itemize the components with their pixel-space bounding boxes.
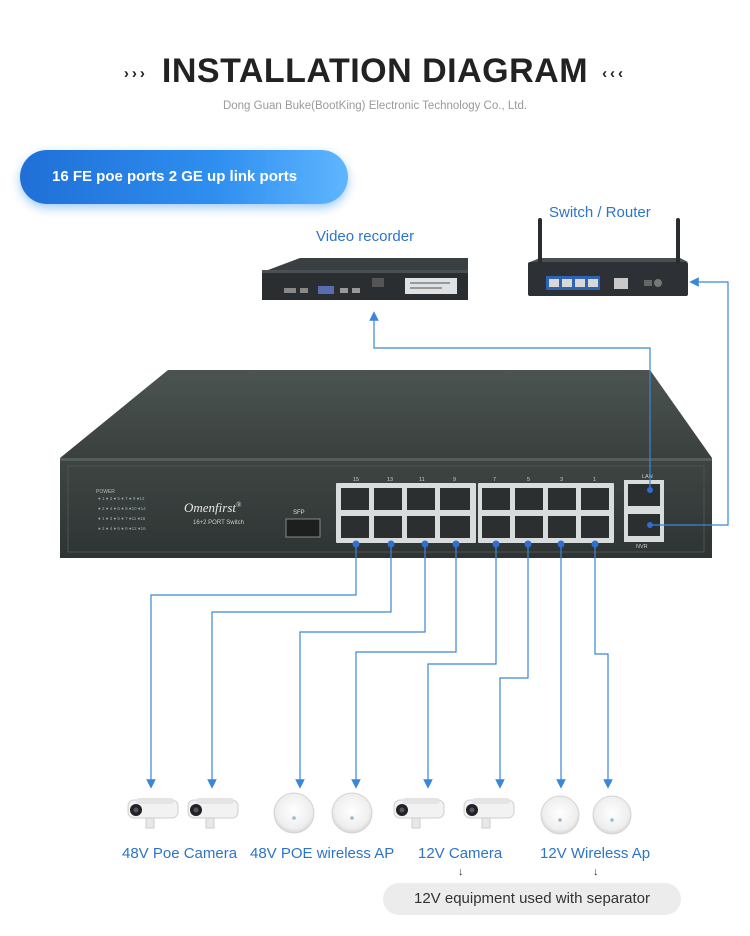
router-device bbox=[528, 218, 688, 296]
separator-arrow-left: ↓ bbox=[458, 866, 464, 878]
led-row-4: ● 2 ● 4 ● 6 ● 8 ●12 ●16 bbox=[98, 526, 146, 531]
svg-text:3: 3 bbox=[560, 477, 563, 483]
video-recorder-label: Video recorder bbox=[316, 228, 415, 245]
svg-text:1: 1 bbox=[593, 477, 596, 483]
camera-icon-2 bbox=[187, 798, 239, 829]
company-subtitle: Dong Guan Buke(BootKing) Electronic Tech… bbox=[222, 100, 528, 112]
port-summary-text: 16 FE poe ports 2 GE up link ports bbox=[52, 168, 298, 185]
svg-text:13: 13 bbox=[387, 477, 393, 483]
separator-arrow-right: ↓ bbox=[593, 866, 599, 878]
camera-icon-3 bbox=[393, 798, 445, 829]
wireless-ap-icon-3 bbox=[540, 795, 580, 835]
led-row-2: ● 2 ● 4 ● 6 ● 8 ●10 ●14 bbox=[98, 506, 146, 511]
poe-switch: POWER ● 1 ● 3 ● 5 ● 7 ● 9 ●13 ● 2 ● 4 ● … bbox=[60, 370, 712, 558]
camera-icon-1 bbox=[127, 798, 179, 829]
title-left-arrows: ››› bbox=[123, 64, 148, 82]
uplink-connections bbox=[369, 277, 729, 526]
port-connection-dots bbox=[352, 540, 599, 548]
title-text: INSTALLATION DIAGRAM bbox=[161, 52, 589, 90]
endpoint-connections bbox=[146, 547, 613, 789]
sfp-label: SFP bbox=[293, 510, 305, 516]
led-row-1: ● 1 ● 3 ● 5 ● 7 ● 9 ●13 bbox=[98, 496, 145, 501]
lan-label: LAN bbox=[642, 474, 653, 480]
poe-ap-label: 48V POE wireless AP bbox=[250, 845, 395, 862]
video-recorder-device bbox=[262, 258, 468, 300]
port-summary-badge: 16 FE poe ports 2 GE up link ports bbox=[20, 150, 348, 204]
lan-port bbox=[628, 484, 660, 506]
switch-router-label: Switch / Router bbox=[549, 204, 651, 221]
title-right-arrows: ‹‹‹ bbox=[602, 64, 627, 82]
power-label: POWER bbox=[96, 489, 115, 495]
svg-text:5: 5 bbox=[527, 477, 530, 483]
switch-model: 16+2 PORT Switch bbox=[193, 520, 244, 526]
page-title: ››› INSTALLATION DIAGRAM ‹‹‹ bbox=[0, 52, 750, 91]
sfp-port bbox=[285, 518, 321, 538]
switch-brand: Omenfirst® bbox=[184, 500, 242, 515]
led-row-3: ● 1 ● 3 ● 5 ● 7 ●11 ●15 bbox=[98, 516, 146, 521]
rj45-ports bbox=[341, 488, 609, 538]
svg-text:11: 11 bbox=[419, 477, 425, 483]
poe-camera-label: 48V Poe Camera bbox=[122, 845, 238, 862]
wireless-ap-icon-2 bbox=[331, 792, 373, 834]
ap-12v-label: 12V Wireless Ap bbox=[540, 845, 651, 862]
svg-text:15: 15 bbox=[353, 477, 359, 483]
nvr-port bbox=[628, 514, 660, 536]
camera-icon-4 bbox=[463, 798, 515, 829]
camera-12v-label: 12V Camera bbox=[418, 845, 503, 862]
separator-note: 12V equipment used with separator bbox=[383, 883, 681, 915]
wireless-ap-icon-4 bbox=[592, 795, 632, 835]
wireless-ap-icon-1 bbox=[273, 792, 315, 834]
port-number-labels: 15 13 11 9 7 5 3 1 bbox=[353, 477, 596, 483]
svg-text:9: 9 bbox=[453, 477, 456, 483]
nvr-port-label: NVR bbox=[636, 544, 648, 550]
svg-text:7: 7 bbox=[493, 477, 496, 483]
